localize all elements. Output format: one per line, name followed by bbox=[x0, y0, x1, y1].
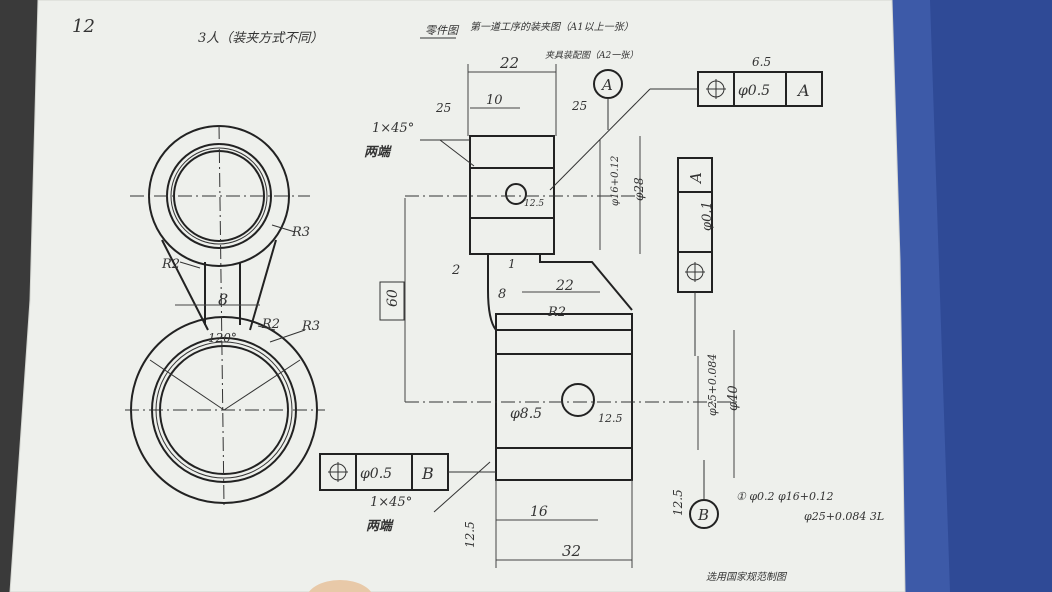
dim-60: 60 bbox=[385, 289, 401, 307]
dim-phi28: φ28 bbox=[632, 177, 646, 201]
dim-phi40: φ40 bbox=[726, 385, 741, 411]
chamfer-top-note: 两端 bbox=[364, 144, 392, 160]
dim-6-5: 6.5 bbox=[752, 55, 771, 69]
blue-folder-shadow bbox=[930, 0, 1052, 592]
dim-32: 32 bbox=[562, 542, 581, 560]
page-number: 12 bbox=[72, 16, 95, 37]
dim-10: 10 bbox=[486, 93, 503, 108]
fcf-left-tol: φ0.5 bbox=[360, 466, 392, 482]
dim-25-left: 25 bbox=[435, 101, 451, 115]
front-angle-120: 120° bbox=[208, 331, 237, 345]
dim-22-mid: 22 bbox=[555, 278, 574, 294]
front-view: R3 R2 8 120° R2 R3 bbox=[125, 124, 325, 506]
front-r3-top: R3 bbox=[291, 225, 310, 240]
dim-60-box bbox=[379, 281, 405, 321]
finger bbox=[308, 580, 372, 592]
top-small-hole bbox=[505, 183, 527, 205]
fcf-top-ref: A bbox=[796, 81, 810, 100]
front-dim-8: 8 bbox=[218, 290, 228, 309]
dim-12-5-a: 12.5 bbox=[524, 199, 544, 209]
dim-12-5-b: 12.5 bbox=[598, 412, 623, 425]
dim-12-5-c: 12.5 bbox=[463, 521, 477, 548]
dim-phi8-5: φ8.5 bbox=[510, 406, 542, 422]
note-bottom: 选用国家规范制图 bbox=[706, 571, 788, 583]
chamfer-top: 1×45° bbox=[372, 121, 414, 136]
note-2: φ25+0.084 3L bbox=[804, 510, 884, 523]
dim-16: 16 bbox=[530, 504, 548, 520]
dim-8-side: 8 bbox=[498, 287, 506, 302]
front-r2-left: R2 bbox=[161, 257, 180, 272]
datum-b: B bbox=[697, 506, 709, 524]
header-left-note: 3人（装夹方式不同） bbox=[198, 30, 323, 46]
fcf-right-tol: φ0.1 bbox=[700, 201, 715, 231]
dim-phi16: φ16+0.12 bbox=[610, 156, 621, 206]
chamfer-bottom-note: 两端 bbox=[366, 518, 394, 534]
dim-phi25: φ25+0.084 bbox=[706, 354, 719, 416]
paper-sheet bbox=[10, 0, 905, 592]
note-1: ① φ0.2 φ16+0.12 bbox=[736, 490, 833, 503]
dim-2: 2 bbox=[451, 263, 460, 278]
dim-12-5-d: 12.5 bbox=[671, 489, 685, 516]
dim-1: 1 bbox=[508, 257, 516, 271]
datum-a: A bbox=[600, 76, 613, 94]
header-sub-note: 夹具装配图（A2一张） bbox=[545, 50, 638, 61]
fcf-top-tol: φ0.5 bbox=[738, 83, 770, 99]
dim-22-top: 22 bbox=[499, 54, 519, 72]
chamfer-bottom: 1×45° bbox=[370, 495, 412, 510]
header-mid-note: 第一道工序的装夹图（A1以上一张） bbox=[470, 21, 634, 33]
dim-r2-side: R2 bbox=[547, 305, 566, 320]
bottom-small-hole bbox=[561, 383, 595, 417]
fcf-left-ref: B bbox=[421, 464, 434, 483]
fcf-right-ref: A bbox=[687, 172, 705, 185]
dim-25-right: 25 bbox=[571, 99, 587, 113]
front-r2-mid: R2 bbox=[261, 317, 280, 332]
front-r3-bot: R3 bbox=[301, 319, 320, 334]
header-sub2-note: 零件图 bbox=[425, 24, 460, 37]
section-view: 60 22 10 25 25 φ16+0.12 φ28 12.5 2 1 8 2… bbox=[319, 54, 823, 568]
